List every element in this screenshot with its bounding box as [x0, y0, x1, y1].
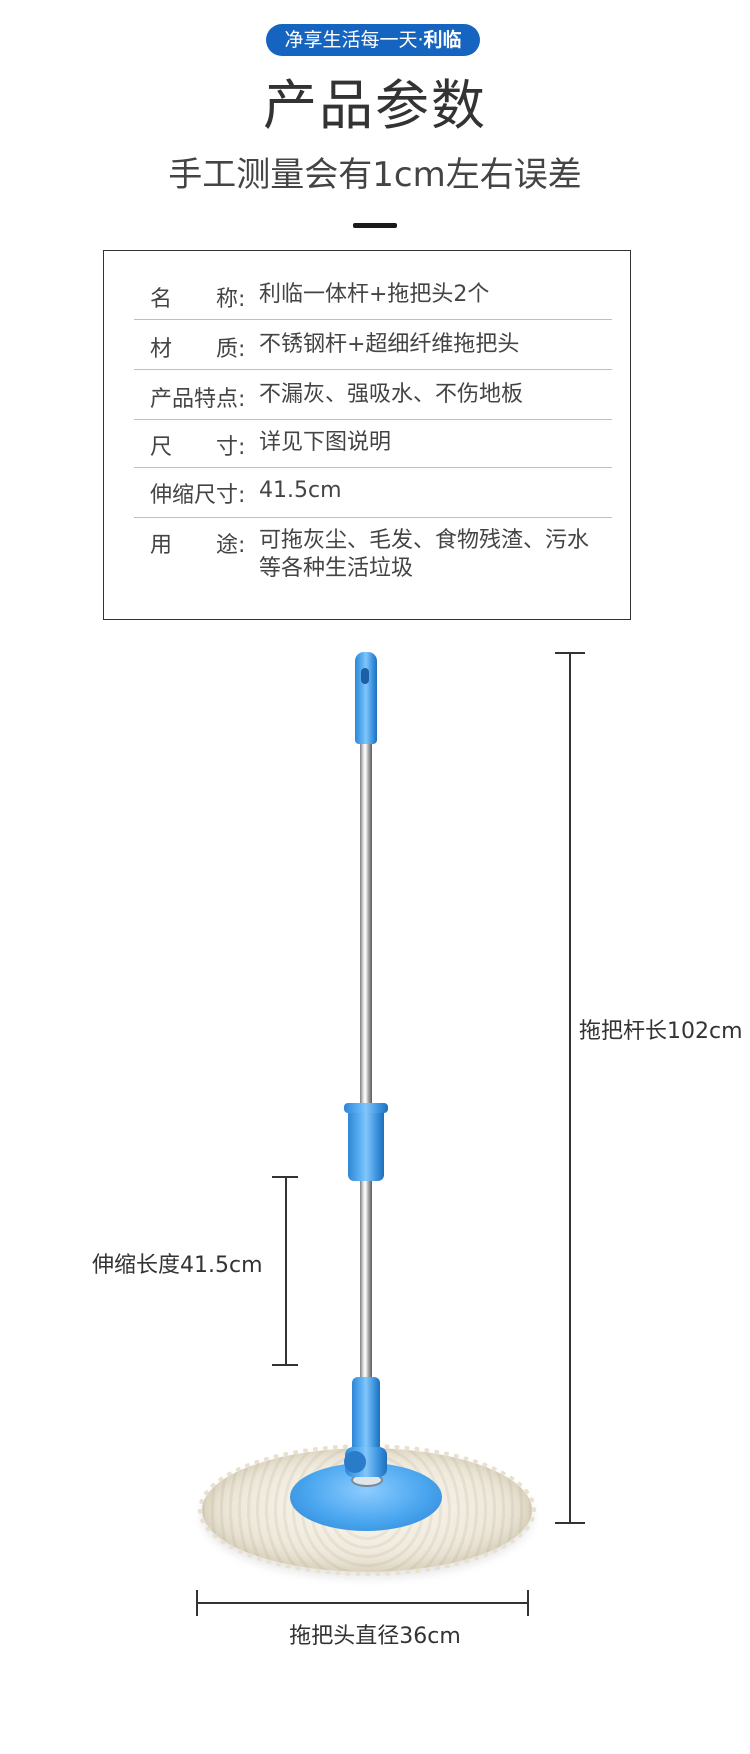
slogan-text: 净享生活每一天·: [284, 29, 424, 51]
telescopic-bottom-tick: [272, 1364, 298, 1366]
pole-length-bottom-tick: [555, 1522, 585, 1524]
diameter-line: [196, 1602, 528, 1604]
diameter-right-tick: [527, 1590, 529, 1616]
page-subtitle: 手工测量会有1cm左右误差: [168, 155, 582, 195]
slogan-badge: 净享生活每一天·利临: [266, 24, 480, 56]
param-key: 名 称:: [150, 287, 246, 312]
mop-neck-joint: [352, 1377, 380, 1457]
title-divider: [353, 223, 397, 228]
param-value: 利临一体杆+拖把头2个: [259, 282, 490, 307]
param-table: 名 称: 利临一体杆+拖把头2个 材 质: 不锈钢杆+超细纤维拖把头 产品特点:…: [103, 250, 631, 620]
mop-pole: [360, 735, 372, 1385]
telescopic-lock-collar: [348, 1105, 384, 1181]
handle-hang-hole: [361, 668, 369, 684]
param-value: 41.5cm: [259, 478, 342, 503]
head-diameter-label: 拖把头直径36cm: [289, 1624, 461, 1649]
param-key: 尺 寸:: [150, 435, 246, 460]
param-value: 详见下图说明: [259, 430, 392, 455]
param-value: 不漏灰、强吸水、不伤地板: [259, 382, 524, 407]
param-key: 用 途:: [150, 533, 246, 558]
param-key: 伸缩尺寸:: [150, 483, 246, 508]
collar-ring: [344, 1103, 388, 1113]
row-divider: [134, 467, 612, 468]
page-title: 产品参数: [263, 74, 487, 137]
row-divider: [134, 369, 612, 370]
telescopic-length-label: 伸缩长度41.5cm: [92, 1253, 263, 1278]
telescopic-line: [285, 1176, 287, 1365]
pole-length-label: 拖把杆长102cm: [579, 1019, 743, 1044]
row-divider: [134, 319, 612, 320]
brand-name: 利临: [423, 29, 462, 51]
hinge-knob: [344, 1451, 366, 1473]
param-value: 可拖灰尘、毛发、食物残渣、污水等各种生活垃圾: [259, 528, 590, 581]
handle-cap: [355, 652, 377, 744]
row-divider: [134, 517, 612, 518]
row-divider: [134, 419, 612, 420]
param-value: 不锈钢杆+超细纤维拖把头: [259, 332, 520, 357]
param-key: 材 质:: [150, 337, 246, 362]
pole-length-line: [569, 652, 571, 1523]
param-key: 产品特点:: [150, 387, 246, 412]
